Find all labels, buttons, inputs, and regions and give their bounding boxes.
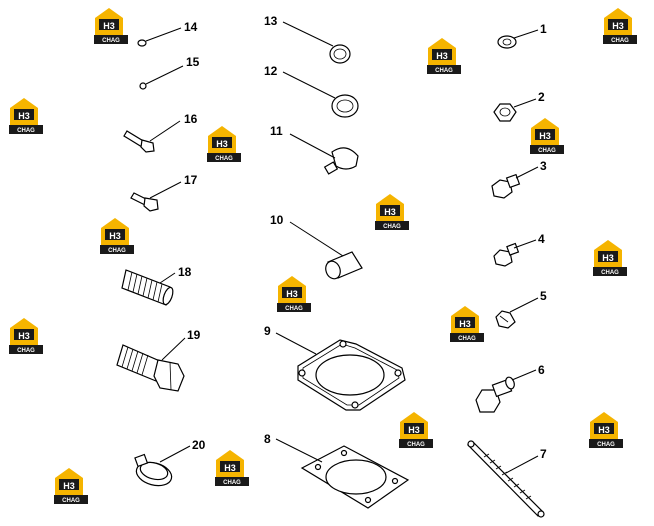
watermark-logo: H3 CHAG [207,126,241,162]
watermark-mark: H3 [384,207,396,217]
part-1-washer: 1 [497,22,547,49]
callout-2: 2 [538,90,545,104]
watermark-mark: H3 [63,481,75,491]
watermark-word: CHAG [597,442,615,448]
watermark-logo: H3 CHAG [603,8,637,44]
part-4-plug: 4 [493,232,545,267]
watermark-logo: H3 CHAG [450,306,484,342]
watermark-mark: H3 [18,111,30,121]
part-17-bolt: 17 [130,173,198,212]
part-18-stud: 18 [121,265,192,306]
callout-19: 19 [187,328,201,342]
callout-16: 16 [184,112,198,126]
callout-14: 14 [184,20,198,34]
watermark-word: CHAG [383,224,401,230]
watermark-word: CHAG [538,148,556,154]
part-16-bolt: 16 [123,112,198,153]
watermark-logo: H3 CHAG [427,38,461,74]
callout-7: 7 [540,447,547,461]
watermark-logo: H3 CHAG [215,450,249,486]
part-3-plug: 3 [491,159,547,199]
watermark-word: CHAG [458,336,476,342]
callout-5: 5 [540,289,547,303]
watermark-word: CHAG [108,248,126,254]
part-13-seal-ring: 13 [264,14,351,64]
callout-12: 12 [264,64,278,78]
watermark-mark: H3 [539,131,551,141]
part-20-hose-clamp: 20 [134,438,206,487]
callout-17: 17 [184,173,198,187]
part-12-seal-ring: 12 [264,64,359,118]
part-19-hex-bolt: 19 [116,328,201,392]
part-11-elbow-fitting: 11 [270,124,359,175]
watermark-word: CHAG [102,38,120,44]
part-8-flat-gasket: 8 [264,432,410,509]
watermark-mark: H3 [216,139,228,149]
watermark-word: CHAG [215,156,233,162]
watermark-word: CHAG [285,306,303,312]
watermark-logo: H3 CHAG [399,412,433,448]
callout-18: 18 [178,265,192,279]
watermark-logo: H3 CHAG [593,240,627,276]
callout-13: 13 [264,14,278,28]
watermark-word: CHAG [62,498,80,504]
watermark-mark: H3 [598,425,610,435]
watermark-mark: H3 [602,253,614,263]
callout-11: 11 [270,124,283,138]
watermark-logo: H3 CHAG [100,218,134,254]
watermark-mark: H3 [109,231,121,241]
watermark-logo: H3 CHAG [277,276,311,312]
watermark-logo: H3 CHAG [9,98,43,134]
watermark-logo: H3 CHAG [530,118,564,154]
watermark-logo: H3 CHAG [589,412,623,448]
watermark-logo: H3 CHAG [9,318,43,354]
watermark-word: CHAG [435,68,453,74]
part-14-ring: 14 [137,20,198,47]
watermark-word: CHAG [407,442,425,448]
part-2-hex-nut: 2 [493,90,545,122]
watermark-mark: H3 [459,319,471,329]
part-6-banjo-bolt: 6 [475,363,545,413]
watermark-word: CHAG [611,38,629,44]
watermark-word: CHAG [17,128,35,134]
watermark-logo: H3 CHAG [94,8,128,44]
watermark-logo: H3 CHAG [54,468,88,504]
part-9-gasket: 9 [264,324,406,411]
watermark-word: CHAG [223,480,241,486]
watermark-mark: H3 [612,21,624,31]
watermark-mark: H3 [18,331,30,341]
part-15-screw: 15 [139,55,200,90]
callout-4: 4 [538,232,545,246]
watermark-mark: H3 [286,289,298,299]
callout-9: 9 [264,324,271,338]
watermark-mark: H3 [408,425,420,435]
part-10-sleeve: 10 [270,213,363,280]
callout-8: 8 [264,432,271,446]
callout-20: 20 [192,438,206,452]
watermark-mark: H3 [103,21,115,31]
callout-15: 15 [186,55,200,69]
watermark-word: CHAG [601,270,619,276]
callout-10: 10 [270,213,284,227]
watermark-logo: H3 CHAG [375,194,409,230]
callout-3: 3 [540,159,547,173]
watermark-word: CHAG [17,348,35,354]
callout-6: 6 [538,363,545,377]
part-5-fitting: 5 [495,289,547,329]
watermark-mark: H3 [224,463,236,473]
watermark-mark: H3 [436,51,448,61]
callout-1: 1 [540,22,547,36]
part-7-threaded-rod: 7 [467,440,547,518]
